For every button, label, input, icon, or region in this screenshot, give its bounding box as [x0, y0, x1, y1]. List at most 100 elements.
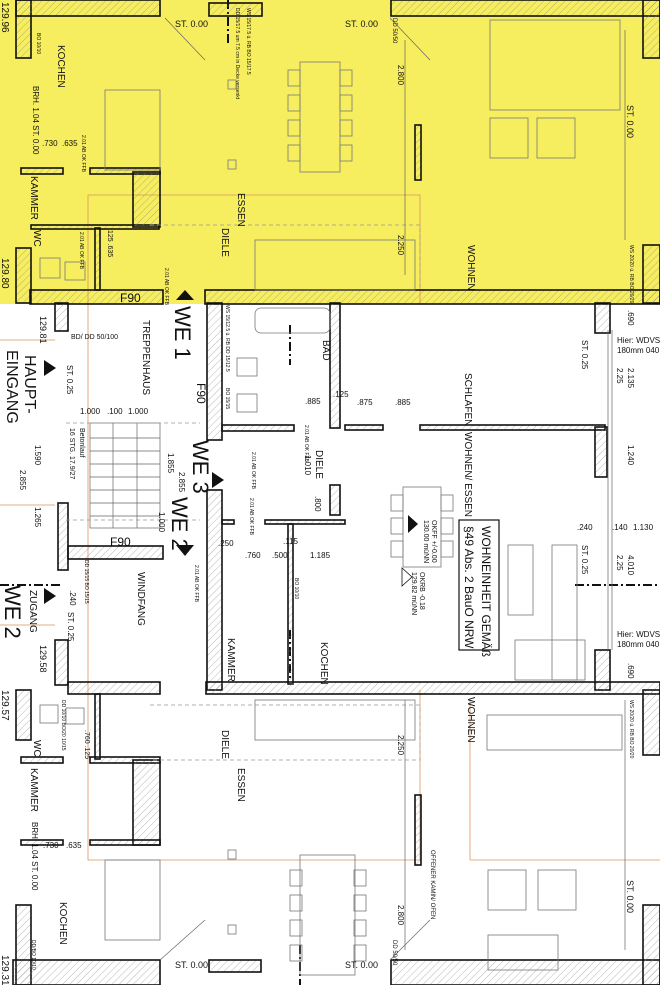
dimension-label: .690: [626, 663, 635, 679]
entrance-label: ZUGANG: [27, 590, 38, 633]
note-label: 16 STG. 17.9/27: [68, 428, 75, 479]
entrance-label: HAUPT-: [21, 355, 38, 414]
bathtub: [254, 307, 331, 334]
unit-label: WE 2: [167, 497, 192, 551]
dimension-label: .500: [272, 551, 288, 560]
room-label: SCHLAFEN: [462, 373, 473, 426]
note-label: 2.01 AB OK FFB: [193, 565, 199, 603]
note-label: ST. 0.25: [580, 340, 589, 370]
room-label: WOHNEN/ ESSEN: [462, 432, 473, 517]
note-label: WS 20/20 ü. RB BO 20/20: [628, 700, 634, 759]
dimension-label: .125 .635: [106, 228, 113, 257]
dimension-label: 1.240: [626, 445, 635, 466]
room-label: KOCHEN: [55, 45, 66, 88]
note-label: ST. 0.00: [625, 880, 635, 913]
elevation-label: 129.31: [0, 955, 10, 985]
legal-note-box: [458, 519, 500, 651]
elevation-label: 130.00 müNN: [422, 520, 429, 563]
dimension-label: .875: [357, 398, 373, 407]
elevation-label: 129.81: [38, 316, 48, 344]
dimension-label: 1.590: [33, 445, 42, 466]
room-label: ESSEN: [235, 193, 246, 227]
main-entrance-arrow: [44, 360, 56, 376]
dimension-label: 1.010: [303, 455, 312, 476]
note-label: DD 50/50: [391, 18, 397, 44]
note-label: ST. 0.00: [345, 19, 378, 29]
fire-rating-label: F90: [194, 383, 208, 404]
unit-label: WE 3: [188, 440, 213, 494]
legal-note-label: §49 Abs. 2 BauO NRW: [462, 526, 476, 649]
note-label: WS 15/17.5 ü. RB BO 15/17.5: [245, 8, 251, 75]
note-label: OFFENER KAMIN/ OFEN: [429, 850, 435, 919]
room-label: KOCHEN: [318, 642, 329, 685]
dimension-label: 1.855: [166, 453, 175, 474]
elevation-label: 129.80: [0, 258, 10, 289]
room-label: KAMMER: [28, 768, 39, 812]
room-label: KAMMER: [225, 638, 236, 682]
entrance-label: EINGANG: [3, 350, 20, 424]
note-label: DD 15/17.5 um 7.5 cm in Decke versenkt: [234, 8, 240, 100]
access-we2-arrow: [44, 588, 56, 604]
dimension-label: .240: [577, 523, 593, 532]
room-label: KAMMER: [28, 176, 39, 220]
note-label: 180mm 040: [617, 640, 660, 649]
walls-middle: [54, 302, 611, 691]
dimension-label: .115: [283, 537, 299, 546]
note-label: BO 10/10: [293, 578, 299, 599]
room-label: DIELE: [313, 450, 324, 479]
dimension-label: 1.000: [157, 512, 166, 533]
note-label: DD 10/10 BO/20 10/15: [60, 700, 66, 751]
note-label: 2.01 AB OK FFB: [78, 232, 84, 270]
dimension-label: 1.000: [128, 407, 149, 416]
dining-table-top: [299, 61, 341, 173]
dimension-label: .760: [245, 551, 261, 560]
note-label: DD 50/50: [391, 940, 397, 966]
room-label: ESSEN: [235, 768, 246, 802]
note-label: BRH. 1.04 ST. 0.00: [31, 86, 40, 155]
dimension-label: 2.250: [396, 735, 405, 756]
dimension-label: 4.010: [626, 555, 635, 576]
note-label: ST. 0.25: [66, 612, 75, 642]
elevation-label: 129.58: [38, 645, 48, 673]
note-label: WS 15/12.5 ü. RB DD 15/12.5: [224, 305, 230, 372]
dimension-label: .240: [68, 590, 77, 606]
okrb-level-marker: [401, 567, 413, 587]
note-label: 2.01 AB OK FFB: [303, 425, 309, 463]
dimension-label: .730: [43, 841, 59, 850]
elevation-label: 129.82 müNN: [410, 572, 417, 615]
dimension-label: .885: [305, 397, 321, 406]
dimension-label: .635: [66, 841, 82, 850]
dimension-label: 2.855: [18, 470, 27, 491]
dimension-label: 2.250: [396, 235, 405, 256]
note-label: 2.01 AB OK FFB: [163, 268, 169, 306]
entrance-arrow-we2: [176, 545, 194, 556]
dimension-label: .885: [395, 398, 411, 407]
okff-level-marker: [408, 515, 418, 533]
room-label: WC: [31, 740, 42, 757]
entrance-arrow-we1: [176, 290, 194, 300]
note-label: 180mm 040: [617, 346, 660, 355]
note-label: Betonlauf: [78, 428, 85, 458]
dining-table-bottom: [299, 854, 356, 976]
dimension-label: .760 .125: [83, 730, 90, 759]
note-label: DD/BO 10/10: [30, 940, 36, 970]
room-label: WC: [31, 230, 42, 247]
room-label: KOCHEN: [57, 902, 68, 945]
property-lines: [0, 194, 660, 861]
dimension-label: .635: [62, 139, 78, 148]
dimension-label: .730: [42, 139, 58, 148]
note-label: ST. 0.00: [175, 19, 208, 29]
note-label: 2.01 AB OK FFB: [80, 135, 86, 173]
note-label: ST. 0.00: [345, 960, 378, 970]
walls-bottom-unit: [12, 681, 660, 985]
highlighted-unit-we1: [0, 0, 660, 304]
fire-rating-label: F90: [110, 535, 131, 549]
elevation-label: OKFF +/-0.00: [430, 520, 437, 563]
dimension-label: 2.25: [615, 368, 624, 384]
dimension-label: .250: [218, 539, 234, 548]
note-label: Hier: WDVS: [617, 630, 660, 639]
note-label: ST. 0.25: [580, 545, 589, 575]
room-label: DIELE: [219, 730, 230, 759]
dimension-label: 1.130: [633, 523, 654, 532]
